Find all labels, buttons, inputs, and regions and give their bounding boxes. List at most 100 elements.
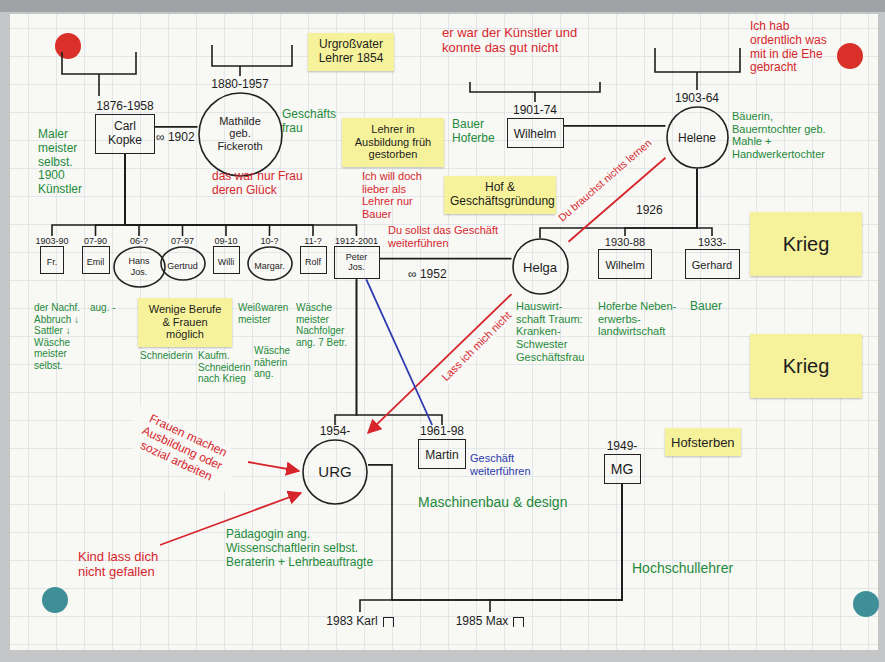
person-square: Gerhard [685,249,740,279]
annotation: Ich hab ordentlich was mit in die Ehe ge… [750,20,828,75]
life-dates: 1933- [685,236,740,249]
annotation: Bauer [690,300,722,314]
person-ellipse: Helga [512,238,569,295]
person-box: 09-10Willi [213,236,240,274]
circle-outline [161,247,205,280]
annotation: der Nachf. Abbruch ↓ Sattler ↓ Wäsche me… [34,302,88,371]
relationship-line [368,294,512,433]
family-line [540,169,697,238]
family-line [564,125,666,127]
person-square: Carl Kopke [95,114,155,154]
parent-brackets [62,45,740,102]
annotation: Schneiderin [140,350,193,362]
annotation: Du sollst das Geschäft weiterführen [388,224,508,249]
life-dates: 1901-74 [507,104,564,118]
note-text: Wenige Berufe & Frauen möglich [144,303,226,341]
person-square: MG [604,454,641,484]
life-dates: 1954- [302,425,368,439]
child-marker: 1983 Karl [326,612,393,630]
person-ellipse: URG [302,439,368,505]
life-dates: 07-90 [82,236,110,246]
person-circle: 06-? Hans Jos. [113,236,166,288]
life-dates: 1949- [604,440,641,454]
person-box: 1901-74Wilhelm [507,104,564,148]
life-dates: 1961-98 [418,425,466,439]
person-ellipse: Hans Jos. [113,246,166,288]
family-line [125,154,357,236]
parent-bracket [470,82,600,102]
family-line [360,484,622,612]
paper-grid [10,14,878,650]
sticky-note: Krieg [750,334,862,398]
person-name: Helga [523,261,557,276]
child-symbol [383,617,394,627]
person-circle: 07-97Gertrud [160,236,206,281]
annotation: Bauer Hoferbe [452,118,502,146]
note-text: Krieg [783,355,830,378]
person-name: Wilhelm [514,128,557,142]
circle-outline [248,247,292,280]
annotation: Weißwaren meister [238,302,292,325]
paper-sheet [10,14,878,650]
note-text: Lehrer in Ausbildung früh gestorben [348,123,438,161]
circle-outline [199,93,282,176]
sticky-note: Wenige Berufe & Frauen möglich [138,298,232,347]
person-ellipse: Margar. [247,246,293,281]
annotation: aug. - [90,302,116,314]
family-line [155,126,198,128]
life-dates: 1930-88 [598,236,652,249]
magnet [55,33,81,59]
magnet [837,43,863,69]
annotation: Hauswirt- schaft Traum: Kranken- Schwest… [516,300,594,363]
person-name: Peter Jos. [339,252,375,273]
family-line [125,154,139,236]
person-name: Emil [87,257,105,267]
circle-outline [114,247,165,287]
person-name: Fr. [47,257,58,267]
person-name: Margar. [254,261,285,271]
circle-outline [513,239,568,294]
life-dates: 11-? [300,236,327,246]
life-dates: 06-? [113,236,166,246]
person-name: MG [611,461,634,477]
person-circle: 1954-URG [302,425,368,505]
person-name: Mathilde geb. Fickeroth [213,115,267,153]
person-name: Hans Jos. [121,256,157,277]
person-name: Helene [678,132,716,146]
family-line [125,154,226,236]
annotation: 1926 [636,204,663,218]
note-text: Hofsterben [671,436,735,451]
life-dates: 1903-90 [35,236,68,246]
annotation: das war nur Frau deren Glück [212,170,334,198]
family-line [368,465,622,600]
annotation: ∞ 1902 [156,131,195,145]
annotation: Hoferbe Neben- erwerbs- landwirtschaft [598,300,680,338]
person-box: 1933-Gerhard [685,236,740,279]
circle-outline [303,440,367,504]
person-ellipse: Mathilde geb. Fickeroth [198,92,283,177]
annotation: Kaufm. Schneiderin nach Krieg [198,350,252,385]
person-name: Rolf [305,257,321,267]
annotation: Frauen machen Ausbildung oder sozial arb… [122,405,243,491]
annotation: Kind lass dich nicht gefallen [78,550,188,580]
child-symbol [513,617,524,627]
annotation: er war der Künstler und konnte das gut n… [442,26,592,56]
magnet [42,587,68,613]
person-box: 07-90Emil [82,236,110,274]
annotation: Wäsche meister Nachfolger ang. 7 Betr. [296,302,350,348]
family-line [96,154,126,236]
child-name: 1983 Karl [326,615,377,629]
sticky-note: Hof & Geschäftsgründung [444,176,556,214]
life-dates: 1912-2001 [334,236,380,246]
person-square: Fr. [40,246,64,274]
annotation: Wäsche näherin ang. [254,345,294,380]
sticky-note: Krieg [750,212,862,276]
circle-outline [667,107,728,168]
person-name: Martin [425,449,458,463]
annotation: Pädagogin ang. Wissenschaftlerin selbst.… [226,528,376,569]
sticky-note: Urgroßvater Lehrer 1854 [308,33,394,71]
person-ellipse: Gertrud [160,246,206,281]
person-name: Carl Kopke [102,120,148,148]
person-name: Wilhelm [605,259,644,272]
life-dates: 09-10 [213,236,240,246]
